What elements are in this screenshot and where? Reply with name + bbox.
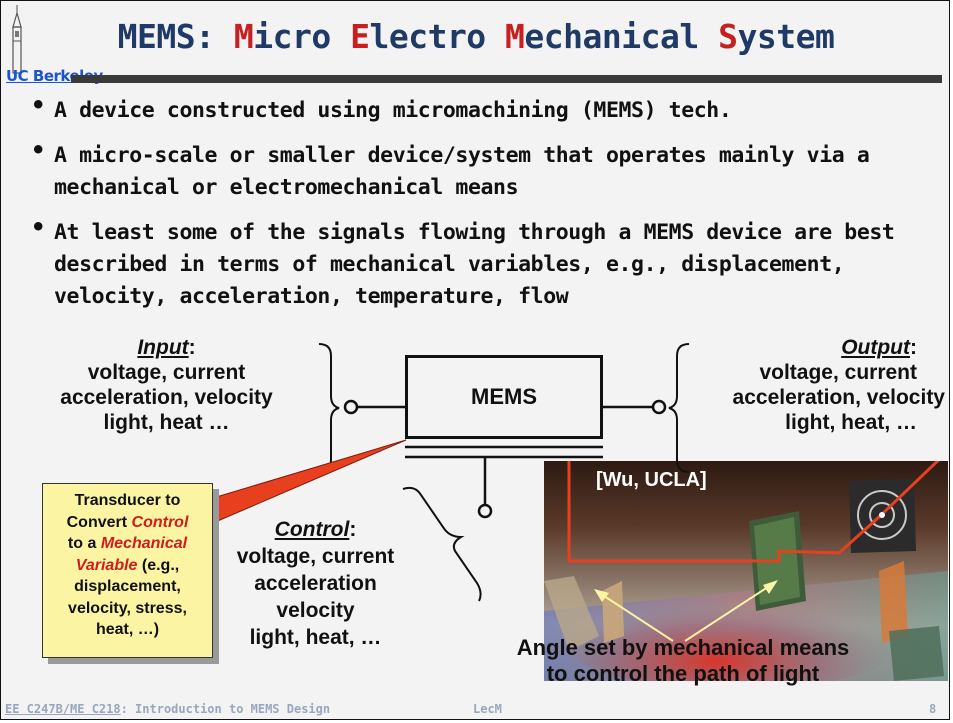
bullet-list: •A device constructed using micromachini… <box>25 91 945 326</box>
input-terminal <box>343 399 359 415</box>
slide-title: MEMS: Micro Electro Mechanical System <box>117 17 835 56</box>
input-label: Input: voltage, current acceleration, ve… <box>60 336 273 434</box>
title-rule <box>71 75 942 83</box>
footer-lecture: LecM <box>473 702 502 716</box>
control-terminal <box>477 503 493 519</box>
footer-page-number: 8 <box>929 702 937 716</box>
control-brace <box>402 486 482 602</box>
control-label: Control: voltage, current acceleration v… <box>236 518 395 649</box>
bullet-item: •At least some of the signals flowing th… <box>31 213 895 309</box>
output-label: Output: voltage, current acceleration, v… <box>732 336 945 434</box>
mems-block: MEMS <box>405 355 603 439</box>
input-brace <box>318 343 340 473</box>
bullet-item: •A device constructed using micromachini… <box>31 91 732 123</box>
output-brace <box>668 343 690 473</box>
photo-caption: Angle set by mechanical means to control… <box>516 635 850 686</box>
footer-course: EE C247B/ME C218: Introduction to MEMS D… <box>5 702 331 716</box>
output-terminal <box>651 399 667 415</box>
bullet-item: •A micro-scale or smaller device/system … <box>31 136 870 200</box>
micromirror-illustration <box>544 461 948 681</box>
callout-pointer <box>212 439 407 524</box>
transducer-callout: Transducer to Convert Control to a Mecha… <box>42 483 213 658</box>
campanile-tower-icon <box>12 5 22 74</box>
micromirror-photo <box>544 461 948 681</box>
bullet-dot: • <box>31 213 46 241</box>
bullet-dot: • <box>31 91 46 119</box>
photo-credit: [Wu, UCLA] <box>596 469 707 491</box>
bullet-dot: • <box>31 136 46 164</box>
